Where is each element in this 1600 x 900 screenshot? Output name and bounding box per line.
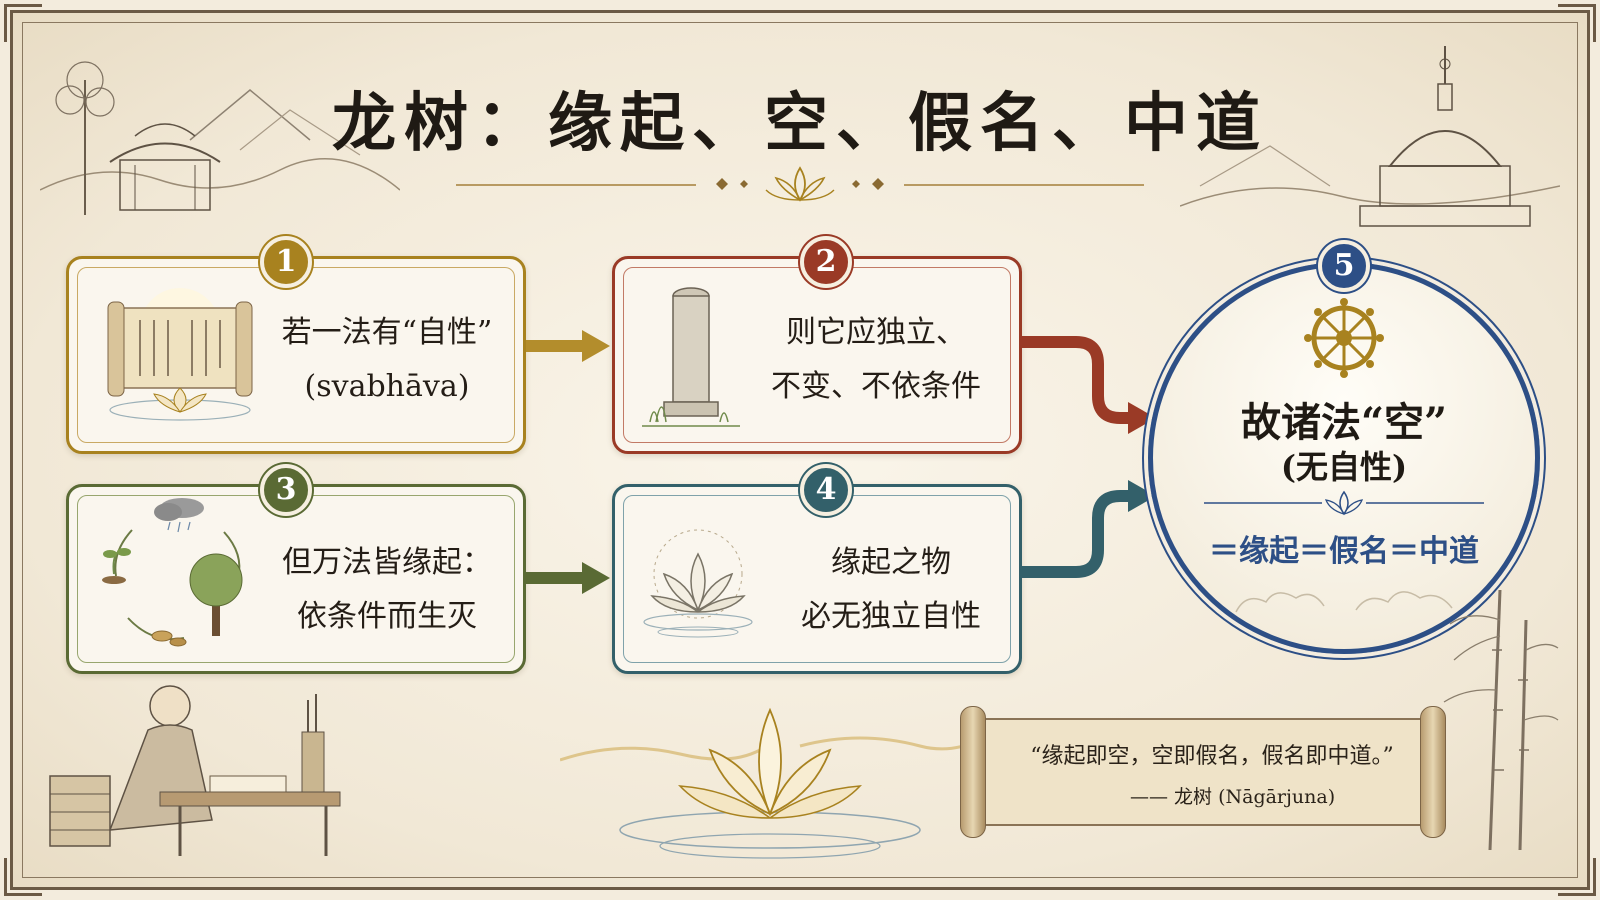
- step-line-1b: (svabhāva): [304, 369, 470, 404]
- title-divider-left: [456, 184, 696, 186]
- water-lotus-icon: [560, 707, 980, 859]
- frame-corner: [1558, 858, 1596, 896]
- step-card-3: [66, 484, 526, 674]
- quote-text: “缘起即空，空即假名，假名即中道。”: [1030, 744, 1394, 769]
- small-lotus-divider-icon: [1204, 490, 1484, 516]
- arrow-1-to-2: [526, 330, 610, 362]
- scroll-icon: [107, 288, 253, 421]
- step-line-1a: 若一法有“自性”: [281, 315, 493, 350]
- arrow-2-to-5: [1022, 336, 1156, 434]
- temple-landscape-icon: [40, 61, 400, 215]
- conclusion-sub: (无自性): [1280, 448, 1408, 486]
- step-badge-1: 1: [260, 236, 312, 288]
- step-badge-5: 5: [1318, 240, 1370, 292]
- step-text-1: 若一法有“自性” (svabhāva): [262, 306, 512, 414]
- page-title: 龙树：缘起、空、假名、中道: [332, 86, 1268, 161]
- step-card-4: [612, 484, 1022, 674]
- inner-frame: [22, 22, 1578, 878]
- scroll-roll-left: [960, 706, 986, 838]
- step-badge-2: 2: [800, 236, 852, 288]
- stone-pillar-icon: [642, 287, 740, 427]
- arrow-3-to-4: [526, 562, 610, 594]
- bamboo-icon: [1443, 589, 1559, 851]
- lotus-ornament-icon: [716, 166, 884, 202]
- stupa-landscape-icon: [1180, 46, 1560, 227]
- step-line-2b: 不变、不依条件: [771, 369, 981, 404]
- step-line-3b: 依条件而生灭: [297, 599, 477, 634]
- monk-writing-icon: [49, 685, 341, 856]
- conclusion-main: 故诸法“空”: [1240, 399, 1447, 446]
- step-text-2: 则它应独立、 不变、不依条件: [746, 306, 1006, 414]
- step-line-3a: 但万法皆缘起：: [282, 545, 492, 580]
- quote-attribution: —— 龙树 (Nāgārjuna): [1130, 786, 1336, 808]
- dharma-wheel-icon: [1304, 298, 1384, 378]
- quote-scroll: [982, 718, 1442, 826]
- step-line-2a: 则它应独立、: [786, 315, 966, 350]
- growth-cycle-icon: [102, 498, 243, 647]
- cloud-ornament-icon: [1235, 591, 1453, 613]
- step-text-3: 但万法皆缘起： 依条件而生灭: [262, 536, 512, 644]
- step-text-4: 缘起之物 必无独立自性: [776, 536, 1006, 644]
- frame-corner: [4, 858, 42, 896]
- scroll-roll-right: [1420, 706, 1446, 838]
- arrow-4-to-5: [1022, 480, 1156, 578]
- frame-corner: [4, 4, 42, 42]
- step-line-4a: 缘起之物: [831, 545, 951, 580]
- step-badge-3: 3: [260, 464, 312, 516]
- frame-corner: [1558, 4, 1596, 42]
- lotus-icon: [643, 529, 753, 638]
- title-divider-right: [904, 184, 1144, 186]
- step-line-4b: 必无独立自性: [801, 599, 981, 634]
- step-badge-4: 4: [800, 464, 852, 516]
- conclusion-equation: ＝缘起＝假名＝中道: [1209, 534, 1479, 569]
